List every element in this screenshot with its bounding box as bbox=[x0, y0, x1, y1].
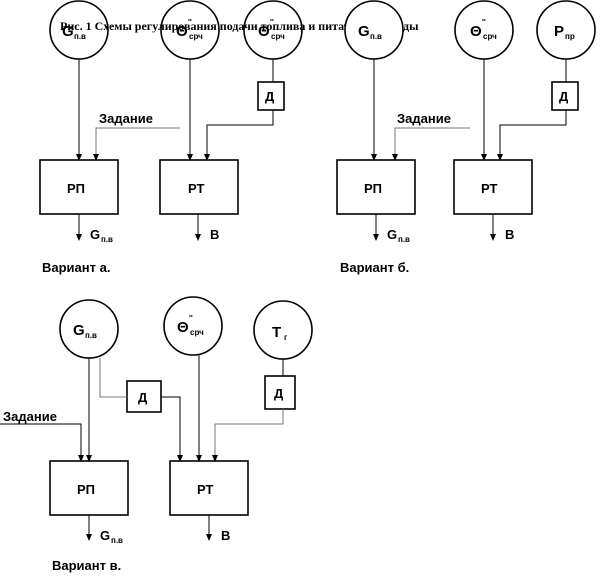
sensor-g-pv-a: G п.в bbox=[49, 0, 109, 60]
svg-text:В: В bbox=[505, 227, 514, 242]
svg-text:п.в: п.в bbox=[101, 235, 113, 244]
svg-text:РТ: РТ bbox=[481, 181, 497, 196]
svg-text:РП: РП bbox=[67, 181, 85, 196]
svg-text:G: G bbox=[73, 322, 85, 339]
svg-text:срч: срч bbox=[190, 328, 204, 337]
svg-text:срч: срч bbox=[271, 32, 285, 41]
regulator-rp-b: РП bbox=[336, 159, 416, 215]
svg-text:'': '' bbox=[188, 18, 192, 27]
svg-text:'': '' bbox=[270, 18, 274, 27]
link-g-d-v bbox=[99, 358, 127, 398]
svg-text:T: T bbox=[272, 324, 281, 341]
figure-title: Рис. 1 Схемы регулирования подачи топлив… bbox=[60, 19, 419, 33]
zadanie-label-a: Задание bbox=[99, 111, 153, 126]
sensor-p-pr-b: P пр bbox=[536, 0, 596, 60]
zadanie-label-b: Задание bbox=[397, 111, 451, 126]
regulator-rt-a: РТ bbox=[159, 159, 239, 215]
svg-text:Д: Д bbox=[138, 390, 148, 405]
link-d2-rt-v bbox=[212, 409, 284, 462]
svg-text:Д: Д bbox=[559, 89, 569, 104]
svg-text:п.в: п.в bbox=[74, 32, 86, 41]
variant-v-caption: Вариант в. bbox=[52, 558, 121, 573]
svg-text:п.в: п.в bbox=[85, 331, 97, 340]
svg-text:Д: Д bbox=[274, 386, 284, 401]
sensor-theta-b: Θ '' срч bbox=[454, 0, 514, 60]
svg-text:G: G bbox=[100, 528, 110, 543]
svg-text:пр: пр bbox=[565, 32, 575, 41]
svg-text:'': '' bbox=[189, 314, 193, 323]
svg-text:G: G bbox=[90, 227, 100, 242]
svg-text:G: G bbox=[62, 23, 74, 40]
regulator-rp-a: РП bbox=[39, 159, 119, 215]
svg-text:'': '' bbox=[482, 18, 486, 27]
sensor-theta-a: Θ '' срч bbox=[160, 0, 220, 60]
svg-text:G: G bbox=[387, 227, 397, 242]
link-zadanie-v bbox=[0, 423, 84, 462]
link-zadanie-a bbox=[93, 127, 180, 161]
svg-text:Θ: Θ bbox=[470, 23, 482, 40]
svg-text:В: В bbox=[210, 227, 219, 242]
zadanie-label-v: Задание bbox=[3, 409, 57, 424]
variant-b-caption: Вариант б. bbox=[340, 260, 409, 275]
link-d-rt-b bbox=[497, 110, 567, 161]
sensor-t-g-v: T г bbox=[253, 300, 313, 360]
link-d-rt-v bbox=[161, 396, 183, 462]
link-zadanie-b bbox=[392, 127, 470, 161]
sensor-g-pv-b: G п.в bbox=[344, 0, 404, 60]
svg-text:Θ: Θ bbox=[177, 319, 189, 336]
sensor-g-pv-v: G п.в bbox=[59, 299, 119, 359]
regulator-rt-v: РТ bbox=[169, 460, 249, 516]
svg-text:РП: РП bbox=[364, 181, 382, 196]
sensor-theta-v: Θ '' срч bbox=[163, 296, 223, 356]
svg-text:г: г bbox=[284, 333, 288, 342]
svg-text:Д: Д bbox=[265, 89, 275, 104]
svg-text:G: G bbox=[358, 23, 370, 40]
svg-text:P: P bbox=[554, 23, 564, 40]
differentiator-a: Д bbox=[257, 81, 285, 111]
svg-text:п.в: п.в bbox=[370, 32, 382, 41]
regulator-rp-v: РП bbox=[49, 460, 129, 516]
svg-text:В: В bbox=[221, 528, 230, 543]
differentiator-v2: Д bbox=[264, 375, 296, 410]
sensor-theta-a2: Θ '' срч bbox=[243, 0, 303, 60]
variant-a-caption: Вариант а. bbox=[42, 260, 110, 275]
svg-text:РТ: РТ bbox=[197, 482, 213, 497]
differentiator-b: Д bbox=[551, 81, 579, 111]
regulator-rt-b: РТ bbox=[453, 159, 533, 215]
differentiator-v1: Д bbox=[126, 380, 162, 413]
svg-text:срч: срч bbox=[483, 32, 497, 41]
svg-text:Θ: Θ bbox=[176, 23, 188, 40]
svg-text:срч: срч bbox=[189, 32, 203, 41]
svg-text:РП: РП bbox=[77, 482, 95, 497]
svg-text:Θ: Θ bbox=[258, 23, 270, 40]
svg-text:РТ: РТ bbox=[188, 181, 204, 196]
svg-text:п.в: п.в bbox=[398, 235, 410, 244]
link-d-rt-a bbox=[204, 110, 274, 161]
svg-text:п.в: п.в bbox=[111, 536, 123, 545]
